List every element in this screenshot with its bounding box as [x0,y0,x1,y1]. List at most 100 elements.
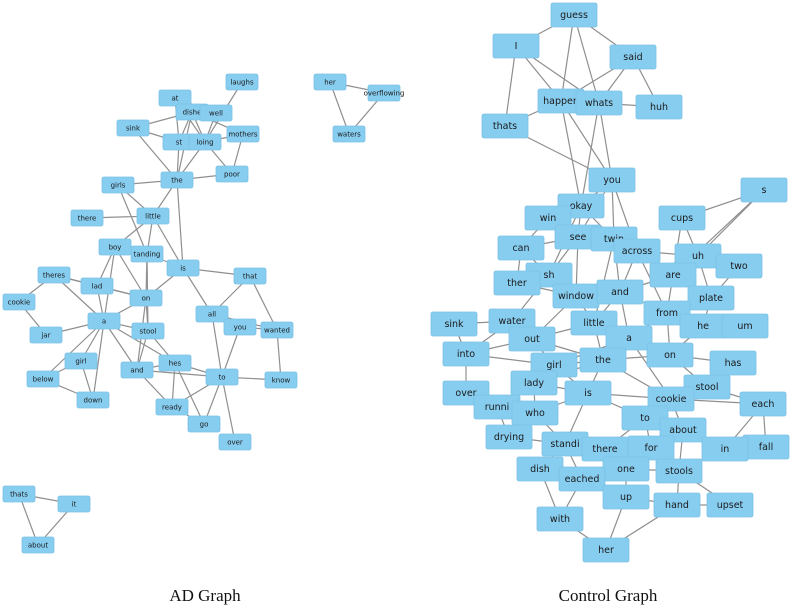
ad-node-box [225,73,259,91]
control-node-label: you [603,175,620,186]
control-node-label: can [512,243,529,254]
control-node-box [442,341,490,367]
control-node-stools: stools [655,458,703,484]
control-node-label: has [725,358,742,369]
control-node-s: s [740,177,788,203]
control-node-from: from [643,300,691,326]
control-edge-i-thats [504,45,517,127]
control-node-label: in [721,444,730,455]
ad-node-label: cookie [8,299,31,307]
ad-node-label: go [200,421,209,429]
ad-node-box [188,133,222,151]
ad-node-loing: loing [188,133,222,151]
control-edge-happen-okay [560,100,582,207]
control-node-label: are [665,270,681,281]
ad-node-box [64,352,98,370]
control-node-label: two [730,261,747,272]
ad-node-box [313,73,347,91]
ad-node-label: and [130,367,143,375]
ad-node-boy: boy [98,238,132,256]
control-node-label: across [622,246,653,257]
control-node-label: whats [585,98,613,109]
ad-node-label: it [72,501,77,509]
control-node-for: for [627,435,675,461]
control-node-is: is [564,380,612,406]
ad-node-about: about [21,536,55,554]
ad-node-ready: ready [155,398,189,416]
control-node-box [602,484,650,510]
control-node-up: up [602,484,650,510]
ad-edge-boy-on [114,246,147,299]
ad-node-go: go [187,415,221,433]
ad-node-all: all [195,305,229,323]
control-node-label: cookie [656,394,687,405]
ad-node-box [37,266,71,284]
ad-node-at: at [158,89,192,107]
ad-node-label: thats [10,491,28,499]
control-node-box [701,436,749,462]
ad-node-box [87,312,121,330]
ad-node-on: on [129,289,163,307]
control-node-cookie: cookie [647,386,695,412]
ad-node-label: jar [40,332,50,340]
control-node-label: sh [544,270,555,281]
ad-node-label: overflowing [364,90,405,98]
ad-node-overflowing: overflowing [364,84,405,102]
control-node-label: hand [665,500,689,511]
control-node-label: for [644,443,657,454]
ad-node-you: you [223,318,257,336]
control-node-box [721,313,769,339]
ad-node-label: to [218,374,225,382]
ad-node-stool: stool [131,322,165,340]
control-node-label: over [455,388,476,399]
ad-node-label: there [78,215,97,223]
control-node-window: window [552,283,600,309]
ad-edge-girls-tanding [117,184,148,255]
ad-node-box [195,305,229,323]
control-node-box [575,90,623,116]
control-node-box [570,310,618,336]
control-node-label: drying [494,432,524,443]
control-node-label: thats [493,121,517,132]
control-node-label: little [583,318,604,329]
ad-node-box [158,89,192,107]
ad-node-theres: theres [37,266,71,284]
ad-node-label: ready [162,404,182,412]
ad-node-box [205,368,239,386]
control-node-the: the [579,347,627,373]
control-node-label: um [737,321,752,332]
ad-node-box [233,267,267,285]
ad-node-over: over [218,433,252,451]
control-node-label: the [595,355,611,366]
ad-edge-a-below [42,320,105,380]
control-node-cups: cups [658,205,706,231]
control-node-in: in [701,436,749,462]
control-node-box [655,458,703,484]
control-node-label: lady [524,378,544,389]
control-node-box [510,370,558,396]
control-node-box [739,391,787,417]
ad-node-thats: thats [2,485,36,503]
ad-node-box [57,495,91,513]
control-node-box [715,253,763,279]
control-node-standi: standi [541,431,589,457]
control-node-label: with [550,514,570,525]
ad-node-label: is [180,265,186,273]
control-node-see: see [554,224,602,250]
control-node-label: who [525,408,545,419]
control-node-box [511,400,559,426]
control-node-ther: ther [493,270,541,296]
control-node-label: one [617,464,635,475]
control-node-he: he [679,313,727,339]
ad-node-box [199,104,233,122]
control-node-box [492,33,540,59]
ad-graph-caption: AD Graph [169,586,241,605]
ad-node-box [129,289,163,307]
ad-node-box [332,125,366,143]
control-node-label: runni [485,402,510,413]
control-node-label: standi [550,439,579,450]
ad-edge-hes-go [174,362,205,425]
ad-node-there: there [70,209,104,227]
control-node-box [481,113,529,139]
ad-node-box [136,207,170,225]
